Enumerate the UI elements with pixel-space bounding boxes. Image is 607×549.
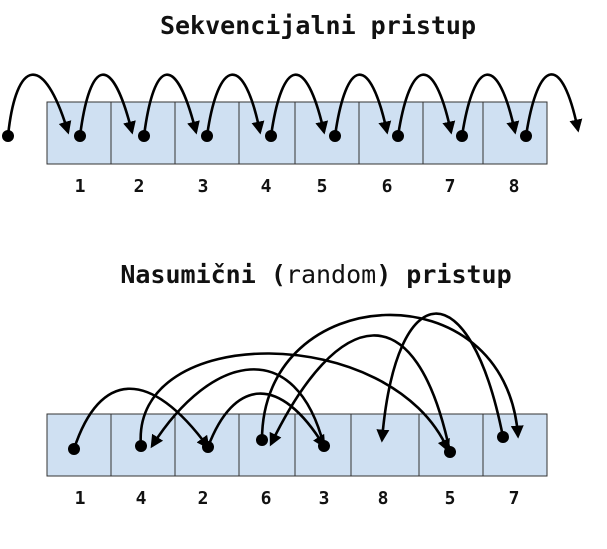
- rand-cell-8: [482, 413, 548, 477]
- random-title-word: random: [286, 260, 376, 289]
- random-labels: 1 4 2 6 3 8 5 7: [75, 488, 520, 509]
- seq-dot: [265, 130, 277, 142]
- rand-label: 5: [445, 488, 456, 509]
- rand-dot: [135, 440, 147, 452]
- seq-label: 6: [382, 176, 393, 197]
- seq-dot: [74, 130, 86, 142]
- sequential-dots: [2, 130, 532, 142]
- rand-cell-4: [238, 413, 296, 477]
- seq-arrow: [205, 73, 265, 137]
- sequential-labels: 1 2 3 4 5 6 7 8: [75, 176, 520, 197]
- seq-dot: [329, 130, 341, 142]
- sequential-title: Sekvencijalni pristup: [160, 11, 476, 40]
- rand-dot: [68, 443, 80, 455]
- seq-dot: [456, 130, 468, 142]
- rand-label: 8: [378, 488, 389, 509]
- seq-arrow: [269, 73, 329, 137]
- seq-dot: [201, 130, 213, 142]
- rand-label: 6: [261, 488, 272, 509]
- seq-arrow: [6, 73, 72, 137]
- seq-label: 2: [134, 176, 145, 197]
- rand-cell-7: [418, 413, 484, 477]
- seq-arrow: [524, 73, 583, 137]
- random-title-prefix: Nasumični (: [120, 260, 286, 289]
- rand-dot: [318, 440, 330, 452]
- seq-cell-8: [482, 101, 548, 165]
- seq-arrow: [460, 73, 520, 137]
- seq-cell-7: [422, 101, 484, 165]
- seq-label: 7: [445, 176, 456, 197]
- rand-arrow: [376, 312, 505, 443]
- rand-label: 2: [198, 488, 209, 509]
- seq-arrow: [396, 73, 456, 137]
- random-title: Nasumični (random) pristup: [120, 260, 511, 289]
- rand-arrow: [206, 392, 326, 449]
- rand-arrow: [139, 352, 450, 453]
- random-arrows: [72, 312, 524, 453]
- random-title-suffix: ) pristup: [376, 260, 511, 289]
- rand-label: 4: [136, 488, 147, 509]
- seq-cell-6: [358, 101, 424, 165]
- rand-arrow: [72, 387, 210, 450]
- rand-label: 3: [319, 488, 330, 509]
- rand-dot: [444, 446, 456, 458]
- seq-label: 4: [261, 176, 272, 197]
- seq-label: 3: [198, 176, 209, 197]
- rand-arrow: [269, 334, 452, 453]
- sequential-cells: [46, 101, 548, 165]
- random-dots: [68, 431, 509, 458]
- rand-cell-6: [350, 413, 420, 477]
- rand-label: 7: [509, 488, 520, 509]
- seq-dot: [2, 130, 14, 142]
- seq-dot: [520, 130, 532, 142]
- seq-label: 1: [75, 176, 86, 197]
- seq-cell-5: [294, 101, 360, 165]
- seq-label: 5: [317, 176, 328, 197]
- rand-cell-1: [46, 413, 112, 477]
- seq-dot: [392, 130, 404, 142]
- rand-arrow: [260, 313, 524, 441]
- rand-dot: [497, 431, 509, 443]
- seq-arrow: [142, 73, 200, 137]
- seq-arrow: [333, 73, 392, 137]
- seq-label: 8: [509, 176, 520, 197]
- rand-dot: [202, 441, 214, 453]
- rand-label: 1: [75, 488, 86, 509]
- sequential-arrows: [6, 73, 583, 137]
- rand-arrow: [150, 368, 326, 449]
- rand-dot: [256, 434, 268, 446]
- random-cells: [46, 413, 548, 477]
- seq-arrow: [78, 73, 136, 137]
- seq-dot: [138, 130, 150, 142]
